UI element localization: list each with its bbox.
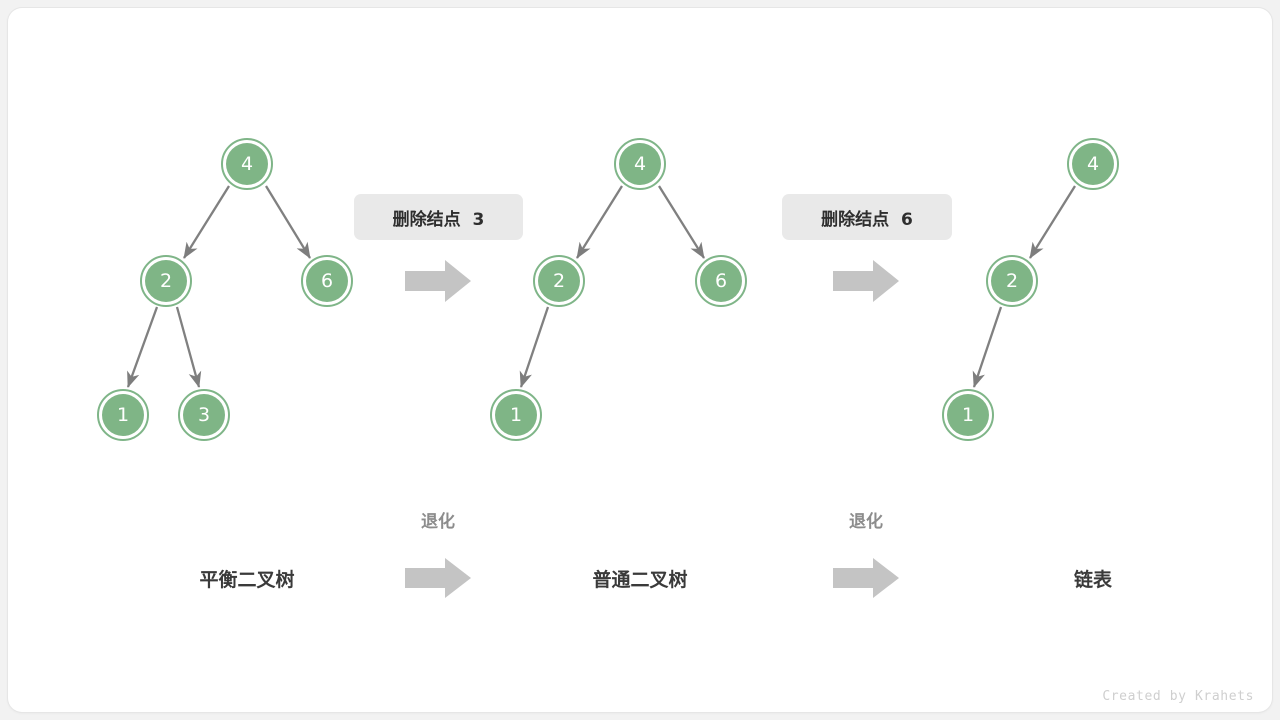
tree-node-1[interactable]: 1 — [490, 389, 542, 441]
tree-node-1[interactable]: 1 — [942, 389, 994, 441]
figure-stage: 4 2 6 1 3 4 — [8, 8, 1272, 712]
caption-linked-list: 链表 — [993, 565, 1193, 592]
edge-4-6 — [265, 185, 311, 259]
degenerate-label-2-text: 退化 — [849, 512, 883, 532]
node-disc: 2 — [538, 260, 580, 302]
transition-arrow-2-icon — [833, 260, 899, 302]
tree-node-4[interactable]: 4 — [221, 138, 273, 190]
node-disc: 4 — [1072, 143, 1114, 185]
node-value: 1 — [116, 403, 130, 426]
tree-node-6[interactable]: 6 — [695, 255, 747, 307]
step-label-text: 删除结点 3 — [392, 209, 485, 230]
degenerate-label-1: 退化 — [378, 507, 498, 532]
step-label-delete-node-3: 删除结点 3 — [354, 194, 523, 240]
node-disc: 4 — [226, 143, 268, 185]
tree-node-2[interactable]: 2 — [140, 255, 192, 307]
node-disc: 2 — [991, 260, 1033, 302]
node-value: 1 — [509, 403, 523, 426]
tree-node-4[interactable]: 4 — [614, 138, 666, 190]
edge-2-1 — [972, 306, 1003, 388]
edge-4-2 — [1029, 185, 1076, 259]
node-value: 6 — [320, 269, 334, 292]
watermark: Created by Krahets — [1102, 689, 1254, 704]
degenerate-arrow-2-icon — [833, 558, 899, 598]
caption-linked-list-text: 链表 — [1073, 569, 1112, 591]
node-disc: 2 — [145, 260, 187, 302]
tree-node-6[interactable]: 6 — [301, 255, 353, 307]
caption-balanced-tree-text: 平衡二叉树 — [199, 569, 295, 591]
edge-2-1 — [519, 306, 550, 388]
tree-node-3[interactable]: 3 — [178, 389, 230, 441]
node-value: 4 — [240, 152, 254, 175]
node-value: 4 — [633, 152, 647, 175]
degenerate-label-2: 退化 — [806, 507, 926, 532]
edge-4-2 — [576, 185, 623, 259]
node-value: 4 — [1086, 152, 1100, 175]
tree-node-4[interactable]: 4 — [1067, 138, 1119, 190]
node-disc: 6 — [700, 260, 742, 302]
node-value: 2 — [159, 269, 173, 292]
node-disc: 1 — [102, 394, 144, 436]
edge-2-3 — [175, 306, 202, 388]
step-label-delete-node-6: 删除结点 6 — [782, 194, 952, 240]
figure-card: 4 2 6 1 3 4 — [8, 8, 1272, 712]
step-label-text: 删除结点 6 — [821, 209, 913, 230]
node-value: 2 — [1005, 269, 1019, 292]
node-disc: 1 — [495, 394, 537, 436]
edge-2-1 — [126, 306, 159, 388]
tree-node-1[interactable]: 1 — [97, 389, 149, 441]
caption-ordinary-tree: 普通二叉树 — [540, 565, 740, 592]
tree-edges — [126, 185, 1076, 388]
node-value: 1 — [961, 403, 975, 426]
node-disc: 4 — [619, 143, 661, 185]
tree-node-2[interactable]: 2 — [533, 255, 585, 307]
tree-node-2[interactable]: 2 — [986, 255, 1038, 307]
node-value: 2 — [552, 269, 566, 292]
degenerate-label-1-text: 退化 — [421, 512, 455, 532]
node-disc: 6 — [306, 260, 348, 302]
degenerate-arrow-1-icon — [405, 558, 471, 598]
node-value: 3 — [197, 403, 211, 426]
transition-arrow-1-icon — [405, 260, 471, 302]
node-disc: 3 — [183, 394, 225, 436]
caption-balanced-tree: 平衡二叉树 — [147, 565, 347, 592]
edge-4-2 — [183, 185, 230, 259]
edge-4-6 — [658, 185, 705, 259]
caption-ordinary-tree-text: 普通二叉树 — [592, 569, 688, 591]
node-disc: 1 — [947, 394, 989, 436]
node-value: 6 — [714, 269, 728, 292]
